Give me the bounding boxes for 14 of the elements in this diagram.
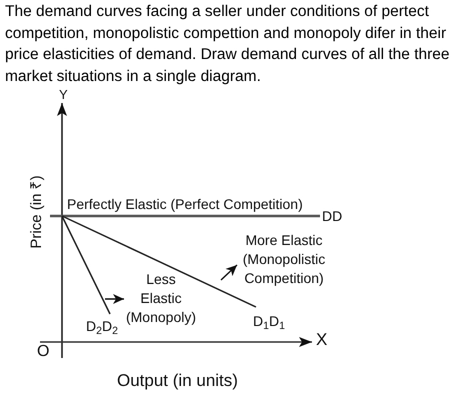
curve-label: Perfectly Elastic (Perfect Competition) (67, 196, 303, 212)
axis-label: X (316, 331, 328, 349)
curve-label: D$_{2}$D$_{2}$ (86, 317, 118, 335)
arrow (220, 264, 238, 281)
curve-label: DD (322, 208, 342, 224)
origin-label: O (37, 343, 50, 361)
axis-label: Y (59, 88, 68, 101)
arrow (105, 294, 124, 304)
axis-label: Price (in ₹) (28, 174, 46, 250)
question-text: The demand curves facing a seller under conditions of pertect competition, monopolistic compettion and monopoly difer in their price elasticities of demand. Draw demand curves of all the three market situations in a single diagram. (5, 2, 451, 86)
curve-label: Less Elastic (Monopoly) (125, 270, 197, 327)
curve-label: D$_{1}$D$_{1}$ (253, 312, 285, 330)
axis-label: Output (in units) (117, 371, 238, 391)
curve-label: More Elastic (Monopolistic Competition) (238, 231, 330, 288)
